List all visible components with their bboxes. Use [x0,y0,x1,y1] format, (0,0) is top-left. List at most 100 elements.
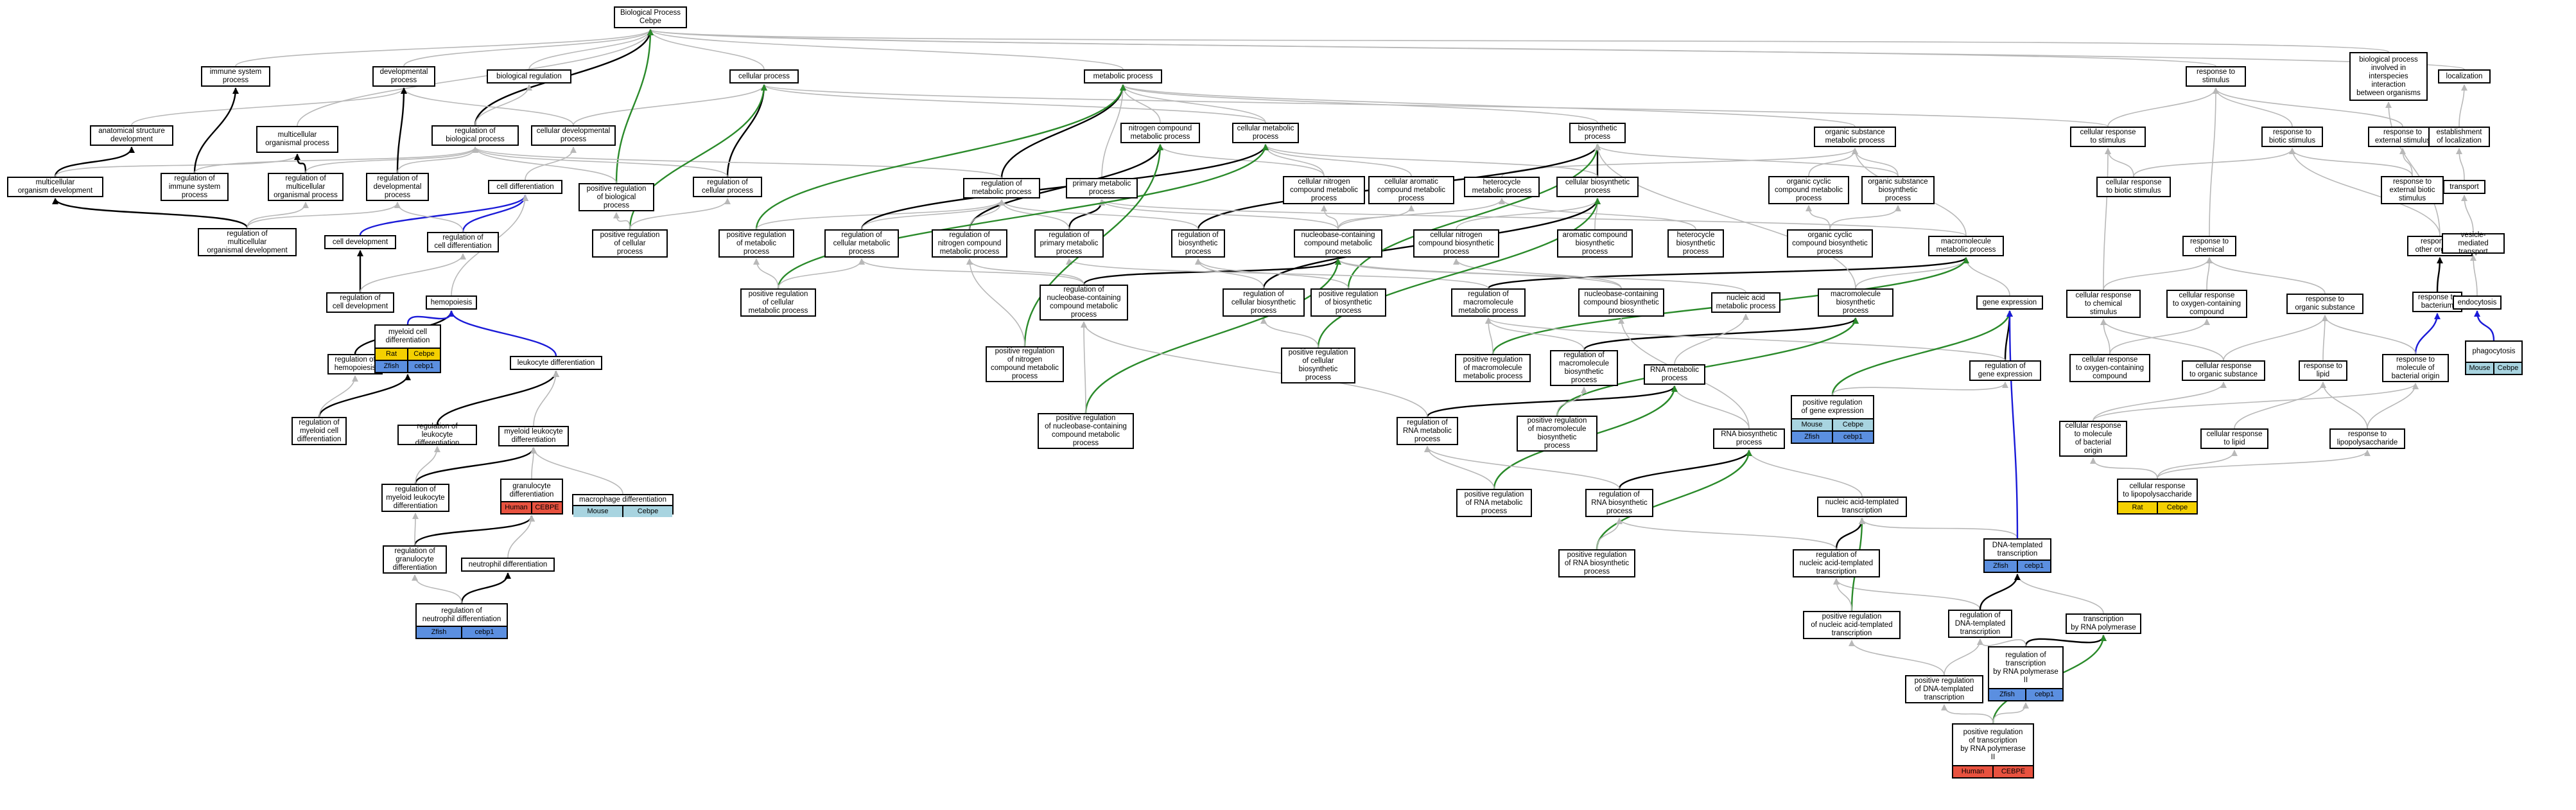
go-term-macromet[interactable]: macromolecule metabolic process [1928,236,2004,256]
go-term-regnucmet[interactable]: regulation of nucleobase-containing comp… [1040,285,1128,321]
go-term-hetmet[interactable]: heterocycle metabolic process [1464,177,1540,197]
go-term-cellrespoxy[interactable]: cellular response to oxygen-containing c… [2166,290,2247,318]
go-term-regleukodiff[interactable]: regulation of leukocyte differentiation [397,423,477,447]
go-term-posregnucacidtrans[interactable]: positive regulation of nucleic acid-temp… [1803,611,1901,639]
go-term-vesicle[interactable]: vesicle-mediated transport [2442,231,2505,256]
go-term-posregnucmet[interactable]: positive regulation of nucleobase-contai… [1038,413,1134,449]
go-term-anatdev[interactable]: anatomical structure development [90,125,173,146]
go-term-multidev[interactable]: multicellular organism development [7,177,103,197]
go-term-cellrespoxy2[interactable]: cellular response to oxygen-containing c… [2069,354,2150,382]
go-term-regtransrnapol[interactable]: regulation of transcription by RNA polym… [1988,646,2064,701]
go-term-neutrodiff[interactable]: neutrophil differentiation [461,558,555,572]
go-term-macrobiosyn[interactable]: macromolecule biosynthetic process [1818,288,1893,317]
go-term-reggeneexpr[interactable]: regulation of gene expression [1969,360,2041,381]
go-term-posregcell[interactable]: positive regulation of cellular process [592,229,668,258]
go-term-respmolbact[interactable]: response to molecule of bacterial origin [2382,354,2449,382]
go-term-cellnitbiosyn[interactable]: cellular nitrogen compound biosynthetic … [1413,229,1499,258]
go-term-immune[interactable]: immune system process [201,66,270,87]
go-term-resplipid[interactable]: response to lipid [2299,360,2347,381]
go-term-nitmet[interactable]: nitrogen compound metabolic process [1120,123,1200,143]
go-term-regmulti[interactable]: regulation of multicellular organismal p… [268,173,344,201]
go-term-arombiosyn[interactable]: aromatic compound biosynthetic process [1557,229,1633,258]
go-term-cellmet[interactable]: cellular metabolic process [1232,123,1299,143]
go-term-regimmune[interactable]: regulation of immune system process [161,173,229,201]
go-term-respextbiotic[interactable]: response to external biotic stimulus [2381,176,2444,204]
go-term-posregrnabiosyn[interactable]: positive regulation of RNA biosynthetic … [1558,549,1635,577]
go-term-metproc[interactable]: metabolic process [1084,69,1162,84]
go-term-regcell[interactable]: regulation of cellular process [693,177,762,197]
go-term-regbiosyn[interactable]: regulation of biosynthetic process [1171,229,1225,258]
go-term-regcellmet[interactable]: regulation of cellular metabolic process [824,229,899,258]
go-term-posregrnamet[interactable]: positive regulation of RNA metabolic pro… [1456,489,1532,517]
go-term-cellrespchem[interactable]: cellular response to chemical stimulus [2066,290,2141,318]
go-term-transport[interactable]: transport [2443,180,2485,194]
go-term-resplps[interactable]: response to lipopolysaccharide [2329,428,2405,449]
go-term-devproc[interactable]: developmental process [372,66,435,87]
go-term-posregnitmet[interactable]: positive regulation of nitrogen compound… [986,346,1064,382]
go-term-regmyeloiddiff[interactable]: regulation of myeloid cell differentiati… [292,417,347,445]
go-term-regbio[interactable]: regulation of biological process [431,125,519,146]
go-term-regrnabiosyn[interactable]: regulation of RNA biosynthetic process [1585,489,1653,517]
go-term-localization[interactable]: localization [2438,69,2491,84]
go-term-hetbiosyn[interactable]: heterocycle biosynthetic process [1667,229,1724,258]
go-term-posregcellbiosyn[interactable]: positive regulation of cellular biosynth… [1281,348,1355,383]
go-term-cellresplipid[interactable]: cellular response to lipid [2200,428,2268,449]
go-term-respbiotic[interactable]: response to biotic stimulus [2261,127,2323,147]
go-term-nucmet[interactable]: nucleobase-containing compound metabolic… [1294,229,1382,258]
go-term-posregcellmet[interactable]: positive regulation of cellular metaboli… [740,288,816,317]
go-term-cellresporg[interactable]: cellular response to organic substance [2182,360,2265,381]
go-term-bioreg[interactable]: biological regulation [487,69,571,84]
go-term-celldiff[interactable]: cell differentiation [488,180,562,194]
go-term-cellproc[interactable]: cellular process [729,69,799,84]
go-term-posregbio[interactable]: positive regulation of biological proces… [579,183,654,211]
go-term-regmyeloidleuko[interactable]: regulation of myeloid leukocyte differen… [381,484,449,512]
go-term-primmet[interactable]: primary metabolic process [1066,178,1138,198]
go-term-nucbiosyn[interactable]: nucleobase-containing compound biosynthe… [1578,288,1664,317]
go-term-biosyn[interactable]: biosynthetic process [1569,123,1626,143]
go-term-geneexpr[interactable]: gene expression [1976,295,2043,310]
go-term-posregmacromet[interactable]: positive regulation of macromolecule met… [1455,354,1531,382]
go-term-rnamet[interactable]: RNA metabolic process [1644,364,1705,385]
go-term-regrnamet[interactable]: regulation of RNA metabolic process [1397,417,1458,445]
go-term-multiorg[interactable]: multicellular organismal process [256,126,338,153]
go-term-resporgsub[interactable]: response to organic substance [2286,294,2363,314]
go-term-regdev[interactable]: regulation of developmental process [366,173,429,201]
go-term-reggranulo[interactable]: regulation of granulocyte differentiatio… [383,545,447,574]
go-term-posregmacrobiosyn[interactable]: positive regulation of macromolecule bio… [1517,416,1597,452]
go-term-posregdnatrans[interactable]: positive regulation of DNA-templated tra… [1905,675,1983,703]
go-term-respchem[interactable]: response to chemical [2182,236,2236,256]
go-term-endocytosis[interactable]: endocytosis [2453,295,2502,310]
go-term-posregbiosyn[interactable]: positive regulation of biosynthetic proc… [1310,288,1386,317]
go-term-regmet[interactable]: regulation of metabolic process [963,178,1040,198]
go-term-leukodiff[interactable]: leukocyte differentiation [510,356,602,370]
go-term-celldevproc[interactable]: cellular developmental process [531,125,616,146]
go-term-respstim[interactable]: response to stimulus [2186,66,2246,87]
go-term-hemopoiesis[interactable]: hemopoiesis [426,295,477,310]
go-term-cellbiosyn[interactable]: cellular biosynthetic process [1556,177,1639,197]
go-term-regmacrobiosyn[interactable]: regulation of macromolecule biosynthetic… [1550,350,1618,386]
go-term-respext[interactable]: response to external stimulus [2368,127,2437,147]
go-term-regcellbiosyn[interactable]: regulation of cellular biosynthetic proc… [1223,288,1305,317]
go-term-regdnatrans[interactable]: regulation of DNA-templated transcriptio… [1948,610,2012,638]
go-term-root[interactable]: Biological Process Cebpe [614,6,687,28]
go-term-nucacidtrans[interactable]: nucleic acid-templated transcription [1817,497,1907,517]
go-term-regcelldev[interactable]: regulation of cell development [326,292,394,313]
go-term-celldev[interactable]: cell development [324,235,396,249]
go-term-cellnitmet[interactable]: cellular nitrogen compound metabolic pro… [1283,176,1365,204]
go-term-regcelldiff[interactable]: regulation of cell differentiation [427,232,499,252]
go-term-orgcycmet[interactable]: organic cyclic compound metabolic proces… [1768,176,1849,204]
go-term-orgsubmet[interactable]: organic substance metabolic process [1814,127,1896,147]
go-term-estloc[interactable]: establishment of localization [2428,127,2490,147]
go-term-regprimmet[interactable]: regulation of primary metabolic process [1034,229,1104,258]
go-term-orgcycbiosyn[interactable]: organic cyclic compound biosynthetic pro… [1787,229,1873,258]
go-term-nucacidmet[interactable]: nucleic acid metabolic process [1711,292,1780,313]
go-term-regnucacidtrans[interactable]: regulation of nucleic acid-templated tra… [1793,549,1880,577]
go-term-cellarom[interactable]: cellular aromatic compound metabolic pro… [1368,176,1454,204]
go-term-cellrespmol[interactable]: cellular response to molecule of bacteri… [2059,421,2127,457]
